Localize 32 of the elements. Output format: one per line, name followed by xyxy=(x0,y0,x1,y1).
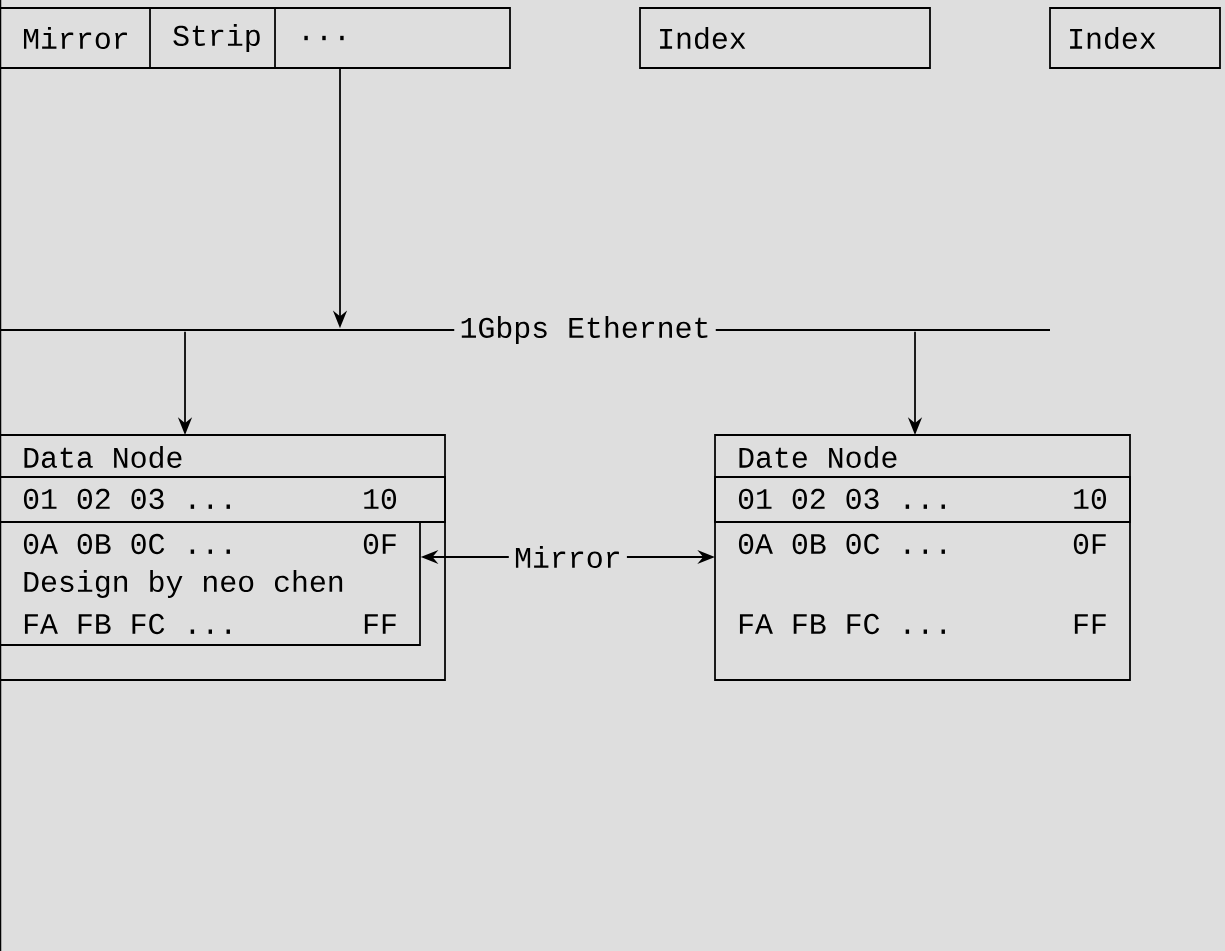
node-label: Index xyxy=(660,27,746,49)
node-label: 0A 0B 0C ... 0F FA FB FC ... FF xyxy=(738,533,1106,635)
node-label: FF xyxy=(1074,614,1106,634)
bus-label: 1Gbps Ethernet xyxy=(454,310,716,350)
node-label: 01 02 03 ... 10 xyxy=(23,488,397,510)
node-label: 0F xyxy=(1073,533,1106,555)
row-box xyxy=(714,476,1131,523)
edge-label: Mirror xyxy=(508,540,627,574)
index-box xyxy=(639,7,931,69)
node-label: 10 xyxy=(364,488,397,510)
row-box xyxy=(0,476,446,523)
node-label: 0A 0B 0C ... xyxy=(23,533,230,555)
storage-box xyxy=(0,7,511,69)
row-box xyxy=(0,521,421,646)
node-label: Design by neo chen xyxy=(24,570,343,598)
node-label: 0A 0B 0C ... 0F Design by neo chen FA FB FC ... FF xyxy=(23,533,396,635)
node-label: 0F xyxy=(363,533,396,555)
node-label: Data Node xyxy=(24,446,182,468)
node-label: FA FB FC ... xyxy=(24,613,230,635)
node-label: 0A 0B 0C ... xyxy=(738,533,945,555)
node-label: 10 xyxy=(1074,488,1107,510)
node-label: 01 02 03 ... xyxy=(738,488,945,510)
node-label: 01 02 03 ... 10 xyxy=(738,488,1107,510)
node-label: 01 02 03 ... xyxy=(23,488,230,510)
node-box xyxy=(714,434,1131,681)
node-label: FA FB FC ... xyxy=(739,613,945,635)
index-box xyxy=(1049,7,1221,69)
node-label: FF xyxy=(364,614,396,634)
node-label: Mirror Strip ... xyxy=(24,24,344,52)
node-box xyxy=(0,434,446,681)
node-label: Date Node xyxy=(739,446,897,468)
node-label: Index xyxy=(1070,27,1156,49)
